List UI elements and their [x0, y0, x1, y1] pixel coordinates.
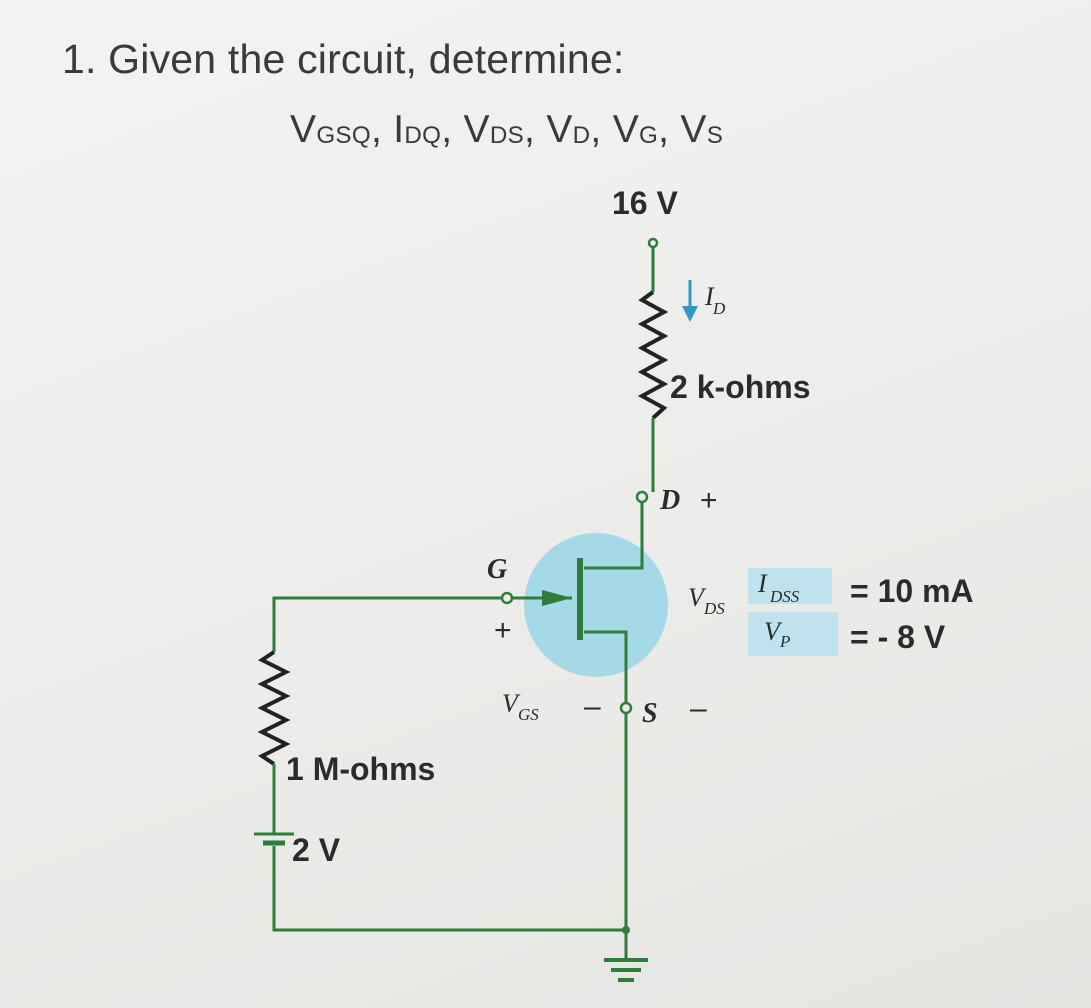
vgs-label: V	[502, 689, 521, 718]
drain-current-label: I	[704, 282, 715, 311]
source-terminal-label: S	[642, 698, 658, 729]
vds-label: V	[688, 583, 707, 612]
idss-sub: DSS	[769, 587, 800, 606]
vp-label: V	[764, 617, 783, 646]
drain-resistor-label: 2 k-ohms	[670, 369, 810, 405]
vds-sub: DS	[703, 599, 725, 618]
gate-plus-sign: +	[494, 614, 512, 647]
source-lead	[584, 630, 628, 703]
drain-current-arrow	[682, 280, 698, 322]
vp-sub: P	[779, 632, 790, 651]
gate-arrow	[542, 590, 572, 606]
supply-terminal	[647, 237, 659, 249]
ground-junction	[622, 926, 630, 934]
gate-resistor	[257, 650, 291, 766]
vp-value: = - 8 V	[850, 619, 946, 655]
ground-icon	[604, 958, 648, 982]
gate-battery	[254, 832, 294, 846]
vgs-minus-sign: –	[584, 690, 601, 723]
question-title: 1. Given the circuit, determine:	[62, 36, 625, 82]
unknown-vds: VDS	[463, 108, 525, 151]
supply-voltage-label: 16 V	[612, 185, 678, 221]
drain-resistor	[637, 290, 669, 420]
unknown-vgsq: VGSQ	[290, 108, 371, 151]
drain-terminal	[635, 490, 649, 504]
idss-label: I	[757, 569, 768, 598]
source-terminal	[619, 701, 633, 715]
idss-highlight	[748, 568, 832, 604]
drain-plus-sign: +	[700, 484, 718, 517]
gate-terminal	[500, 591, 514, 605]
gate-battery-label: 2 V	[292, 832, 341, 868]
drain-terminal-label: D	[659, 485, 680, 516]
gate-wire	[272, 596, 502, 652]
drain-current-sub: D	[712, 299, 726, 318]
source-minus-sign: –	[690, 692, 707, 725]
gate-terminal-label: G	[487, 554, 507, 585]
vgs-sub: GS	[518, 705, 539, 724]
gate-resistor-label: 1 M-ohms	[286, 751, 435, 787]
unknown-idq: IDQ	[393, 108, 442, 151]
drain-lead	[584, 502, 644, 570]
unknown-vd: VD	[546, 108, 591, 151]
unknown-vs: VS	[680, 108, 724, 151]
unknowns-list: VGSQ, IDQ, VDS, VD, VG, VS	[290, 108, 724, 151]
ground-return-wire	[272, 846, 626, 932]
unknown-vg: VG	[612, 108, 659, 151]
vp-highlight	[748, 612, 838, 656]
idss-value: = 10 mA	[850, 573, 974, 609]
